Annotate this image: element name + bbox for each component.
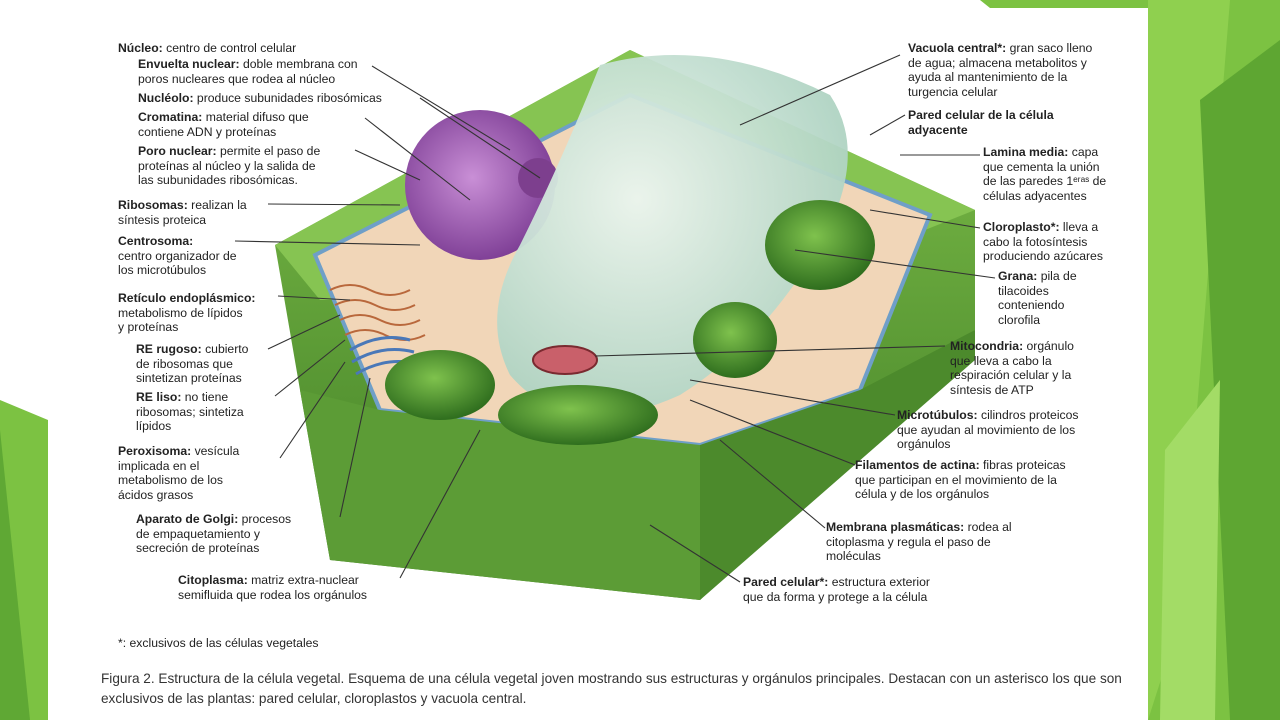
right-green-facet-2 bbox=[1200, 40, 1280, 720]
right-green-facet-3 bbox=[1160, 380, 1220, 720]
label-peroxisoma: Peroxisoma: vesícula implicada en el met… bbox=[118, 444, 240, 502]
chloroplast-1 bbox=[765, 200, 875, 290]
label-microtubulos: Microtúbulos: cilindros proteicos que ay… bbox=[897, 408, 1079, 452]
left-green-shape-dark bbox=[0, 430, 30, 720]
endoplasmic-reticulum bbox=[329, 284, 426, 341]
mitochondrion bbox=[532, 345, 598, 375]
chloroplast-2 bbox=[693, 302, 777, 378]
label-reticulo: Retículo endoplásmico: metabolismo de lí… bbox=[118, 291, 256, 335]
label-re-rugoso: RE rugoso: cubierto de ribosomas que sin… bbox=[136, 342, 249, 386]
nucleus bbox=[405, 110, 555, 260]
top-green-strip bbox=[980, 0, 1148, 8]
label-lamina: Lamina media: capa que cementa la unión … bbox=[983, 145, 1107, 203]
label-envuelta: Envuelta nuclear: doble membrana con por… bbox=[138, 57, 358, 86]
figure-caption: Figura 2. Estructura de la célula vegeta… bbox=[101, 671, 1122, 706]
label-golgi: Aparato de Golgi: procesos de empaquetam… bbox=[136, 512, 292, 556]
label-membrana: Membrana plasmáticas: rodea al citoplasm… bbox=[826, 520, 1012, 564]
label-grana: Grana: pila de tilacoides conteniendo cl… bbox=[998, 269, 1077, 327]
label-mitocondria: Mitocondria: orgánulo que lleva a cabo l… bbox=[950, 339, 1074, 397]
label-centrosoma: Centrosoma: centro organizador de los mi… bbox=[118, 234, 237, 278]
cell-wall-right bbox=[700, 330, 975, 600]
label-citoplasma: Citoplasma: matriz extra-nuclear semiflu… bbox=[178, 573, 368, 602]
label-filamentos: Filamentos de actina: fibras proteicas q… bbox=[855, 458, 1066, 502]
chloroplast-3 bbox=[385, 350, 495, 420]
label-pared-celular: Pared celular*: estructura exterior que … bbox=[743, 575, 930, 604]
leader-lines bbox=[234, 54, 996, 583]
label-re-liso: RE liso: no tiene ribosomas; sintetiza l… bbox=[136, 390, 244, 434]
label-nucleo: Núcleo: centro de control celular bbox=[118, 41, 297, 55]
label-cloroplasto: Cloroplasto*: lleva a cabo la fotosíntes… bbox=[983, 220, 1103, 264]
label-vacuola: Vacuola central*: gran saco lleno de agu… bbox=[908, 41, 1093, 99]
footnote: *: exclusivos de las células vegetales bbox=[118, 636, 319, 650]
label-nucleolo: Nucléolo: produce subunidades ribosómica… bbox=[138, 91, 382, 105]
label-ribosomas: Ribosomas: realizan la síntesis proteica bbox=[118, 198, 247, 227]
chloroplast-4 bbox=[498, 385, 658, 445]
label-pared-adyacente: Pared celular de la célula adyacente bbox=[908, 108, 1054, 137]
label-poro: Poro nuclear: permite el paso de proteín… bbox=[138, 144, 321, 188]
label-cromatina: Cromatina: material difuso que contiene … bbox=[138, 110, 309, 139]
